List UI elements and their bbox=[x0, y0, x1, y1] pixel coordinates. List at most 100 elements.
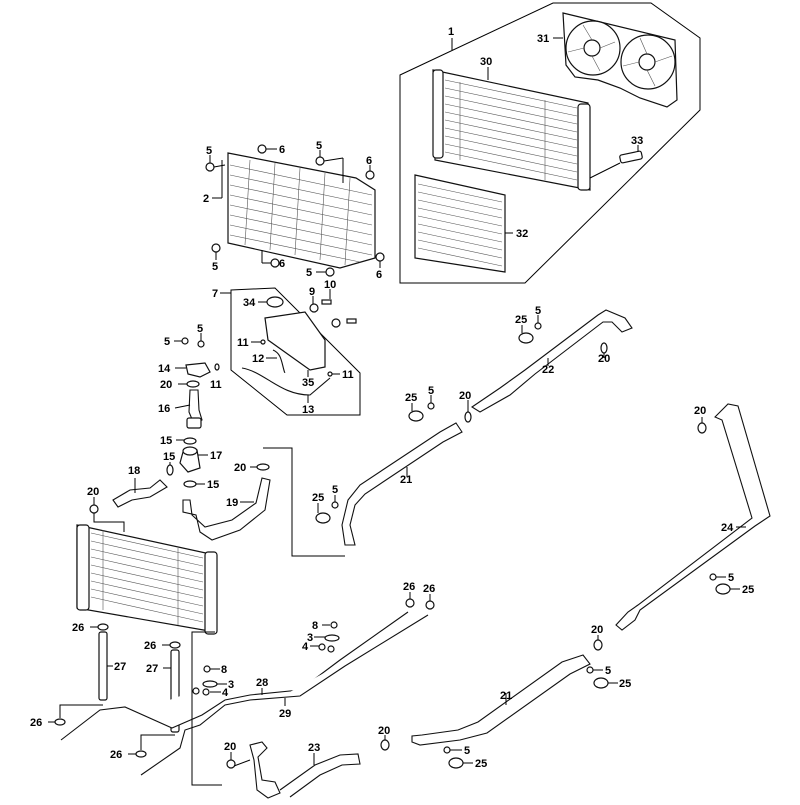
bolt-5-grille-d[interactable] bbox=[325, 267, 335, 277]
hose-13[interactable] bbox=[241, 367, 331, 396]
clamp-20-d[interactable] bbox=[600, 342, 608, 354]
o-ring-15-b[interactable] bbox=[166, 464, 174, 476]
bolt-5-l[interactable] bbox=[443, 746, 451, 754]
clamp-26-d[interactable] bbox=[135, 750, 147, 758]
fan-shroud-31[interactable] bbox=[562, 12, 678, 108]
callout-5-grille-c: 5 bbox=[212, 261, 218, 273]
bolt-8-b[interactable] bbox=[203, 665, 211, 673]
water-outlet-17[interactable] bbox=[179, 446, 201, 473]
callout-5-grille-a: 5 bbox=[206, 145, 212, 157]
clip-11-b[interactable] bbox=[327, 371, 333, 377]
clamp-26-e[interactable] bbox=[405, 598, 415, 608]
washer-6-grille-b[interactable] bbox=[365, 170, 375, 180]
clip-11-a[interactable] bbox=[260, 339, 266, 345]
hose-24[interactable] bbox=[615, 403, 771, 631]
bolt-5-grille-a[interactable] bbox=[205, 162, 215, 172]
clamp-20-g[interactable] bbox=[593, 639, 603, 651]
clip-25-d[interactable] bbox=[715, 583, 731, 595]
callout-5-thermo-a: 5 bbox=[164, 336, 170, 348]
callout-30: 30 bbox=[480, 56, 492, 68]
callout-5-grille-b: 5 bbox=[316, 140, 322, 152]
grommet-4-a[interactable] bbox=[318, 643, 335, 653]
callout-3-b: 3 bbox=[228, 679, 234, 691]
callout-25-c: 25 bbox=[312, 492, 324, 504]
hose-19[interactable] bbox=[182, 477, 271, 541]
callout-26-c: 26 bbox=[30, 717, 42, 729]
hose-21-lower[interactable] bbox=[411, 654, 591, 746]
callout-18: 18 bbox=[128, 465, 140, 477]
clamp-20-b[interactable] bbox=[89, 504, 99, 514]
hose-27-a[interactable] bbox=[98, 631, 108, 701]
reservoir-tank-35[interactable] bbox=[264, 311, 326, 371]
callout-26-e: 26 bbox=[403, 581, 415, 593]
clip-3-b[interactable] bbox=[202, 680, 218, 688]
pipe-29[interactable] bbox=[140, 614, 429, 776]
clamp-26-c[interactable] bbox=[54, 718, 66, 726]
callout-20-g: 20 bbox=[591, 624, 603, 636]
callout-26-d: 26 bbox=[110, 749, 122, 761]
grommet-4-b[interactable] bbox=[192, 687, 210, 696]
nut-9[interactable] bbox=[309, 303, 341, 328]
bolt-5-i[interactable] bbox=[331, 501, 339, 509]
bolt-8-a[interactable] bbox=[330, 621, 338, 629]
radiator-grille-2[interactable] bbox=[227, 152, 376, 269]
callout-6-grille-c: 6 bbox=[279, 258, 285, 270]
bolt-5-j[interactable] bbox=[709, 573, 717, 581]
hose-23[interactable] bbox=[249, 741, 361, 799]
radiator-30[interactable] bbox=[432, 69, 591, 191]
radiator-32[interactable] bbox=[414, 174, 506, 273]
o-ring-11-c[interactable] bbox=[214, 363, 220, 371]
callout-20-f: 20 bbox=[694, 405, 706, 417]
callout-8-b: 8 bbox=[221, 664, 227, 676]
grille-mesh bbox=[229, 159, 373, 266]
clip-25-a[interactable] bbox=[408, 410, 424, 422]
hose-21-upper[interactable] bbox=[341, 422, 463, 546]
callout-7: 7 bbox=[212, 288, 218, 300]
clip-25-f[interactable] bbox=[448, 757, 464, 769]
bolt-5-thermo-a[interactable] bbox=[181, 337, 189, 345]
clamp-20-a[interactable] bbox=[186, 380, 200, 388]
clamp-20-f[interactable] bbox=[697, 422, 707, 434]
clamp-26-a[interactable] bbox=[97, 623, 109, 631]
clip-3-a[interactable] bbox=[324, 634, 340, 642]
hose-18[interactable] bbox=[112, 479, 168, 508]
bolt-5-g[interactable] bbox=[427, 402, 435, 410]
clamp-20-h[interactable] bbox=[226, 759, 236, 769]
callout-5-j: 5 bbox=[728, 572, 734, 584]
callout-15-a: 15 bbox=[160, 435, 172, 447]
callout-25-d: 25 bbox=[742, 584, 754, 596]
callout-13: 13 bbox=[302, 404, 314, 416]
callout-25-a: 25 bbox=[405, 392, 417, 404]
reservoir-cap-34[interactable] bbox=[266, 296, 284, 308]
clamp-20-i[interactable] bbox=[380, 739, 390, 751]
clip-25-c[interactable] bbox=[315, 512, 331, 524]
bolt-5-k[interactable] bbox=[586, 666, 594, 674]
clamp-26-f[interactable] bbox=[425, 600, 435, 610]
clamp-20-e[interactable] bbox=[464, 411, 472, 423]
bolt-10[interactable] bbox=[321, 299, 357, 324]
washer-6-grille-c[interactable] bbox=[375, 252, 385, 262]
callout-27-a: 27 bbox=[114, 661, 126, 673]
hose-22[interactable] bbox=[470, 309, 633, 413]
bolt-5-thermo-b[interactable] bbox=[197, 340, 205, 348]
hose-16[interactable] bbox=[186, 389, 203, 429]
o-ring-15-a[interactable] bbox=[183, 437, 197, 445]
bolt-5-grille-c[interactable] bbox=[211, 243, 221, 253]
clip-25-e[interactable] bbox=[593, 677, 609, 689]
bolt-5-h[interactable] bbox=[534, 322, 542, 330]
callout-26-f: 26 bbox=[423, 583, 435, 595]
clamp-26-b[interactable] bbox=[169, 641, 181, 649]
callout-5-h: 5 bbox=[535, 305, 541, 317]
clamp-20-c[interactable] bbox=[256, 463, 270, 471]
main-radiator[interactable] bbox=[76, 524, 218, 635]
thermostat-housing-14[interactable] bbox=[185, 362, 211, 378]
callout-2: 2 bbox=[203, 193, 209, 205]
bolt-5-grille-b[interactable] bbox=[315, 156, 325, 166]
clip-25-b[interactable] bbox=[518, 332, 534, 344]
temp-sensor-33[interactable] bbox=[619, 150, 643, 164]
callout-20-c: 20 bbox=[234, 462, 246, 474]
callout-20-d: 20 bbox=[598, 353, 610, 365]
washer-6-grille-a[interactable] bbox=[257, 144, 267, 154]
washer-6-grille-d[interactable] bbox=[270, 258, 280, 268]
o-ring-15-c[interactable] bbox=[183, 480, 197, 488]
